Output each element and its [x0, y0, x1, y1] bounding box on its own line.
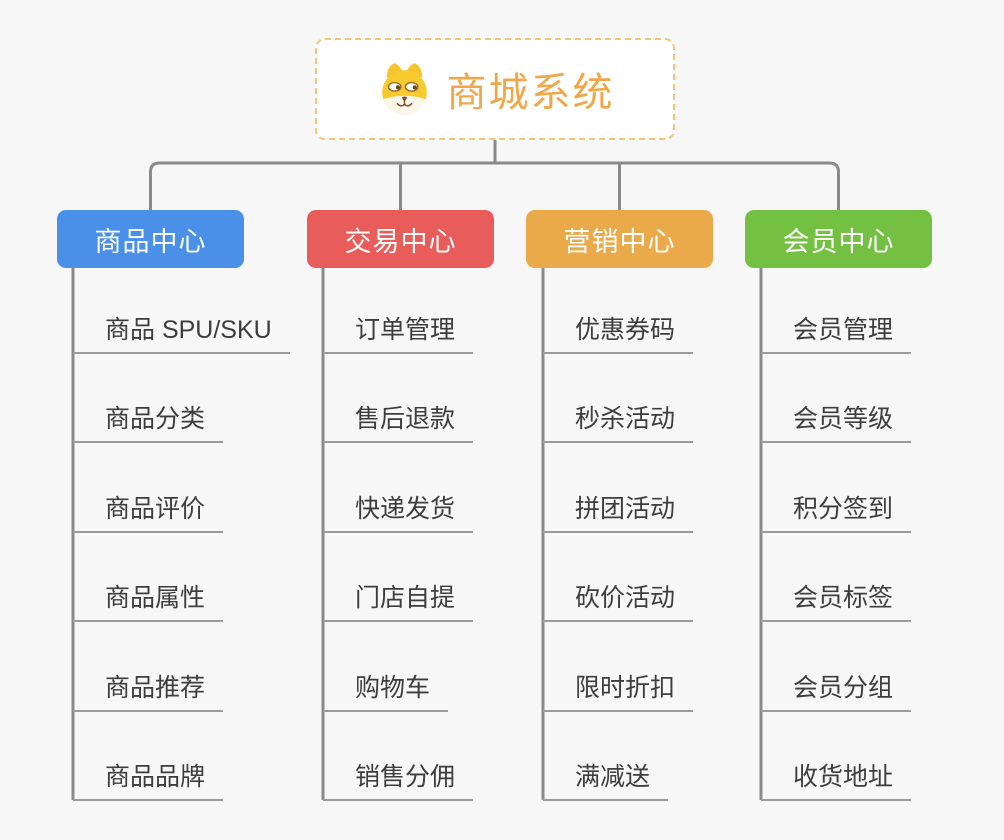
leaf-node[interactable]: 秒杀活动: [543, 402, 694, 443]
leaf-node[interactable]: 商品评价: [73, 492, 224, 533]
root-node[interactable]: 商城系统: [315, 38, 675, 140]
leaf-node[interactable]: 商品 SPU/SKU: [73, 313, 290, 354]
leaf-node[interactable]: 限时折扣: [543, 671, 694, 712]
branch-node-trade[interactable]: 交易中心: [307, 210, 494, 268]
branch-node-marketing[interactable]: 营销中心: [526, 210, 713, 268]
leaf-node[interactable]: 砍价活动: [543, 581, 694, 622]
branch-node-product[interactable]: 商品中心: [57, 210, 244, 268]
leaf-node[interactable]: 商品品牌: [73, 760, 224, 801]
leaf-node[interactable]: 商品推荐: [73, 671, 224, 712]
leaf-node[interactable]: 会员等级: [761, 402, 912, 443]
leaf-node[interactable]: 销售分佣: [323, 760, 474, 801]
dog-face-icon: [381, 62, 427, 115]
leaf-node[interactable]: 满减送: [543, 760, 669, 801]
leaf-node[interactable]: 购物车: [323, 671, 449, 712]
leaf-node[interactable]: 快递发货: [323, 492, 474, 533]
leaf-node[interactable]: 会员管理: [761, 313, 912, 354]
leaf-node[interactable]: 订单管理: [323, 313, 474, 354]
leaf-node[interactable]: 门店自提: [323, 581, 474, 622]
leaf-node[interactable]: 商品分类: [73, 402, 224, 443]
leaf-node[interactable]: 积分签到: [761, 492, 912, 533]
leaf-node[interactable]: 会员标签: [761, 581, 912, 622]
leaf-node[interactable]: 商品属性: [73, 581, 224, 622]
leaf-node[interactable]: 收货地址: [761, 760, 912, 801]
root-node-label: 商城系统: [446, 71, 615, 115]
branch-node-member[interactable]: 会员中心: [745, 210, 932, 268]
leaf-node[interactable]: 优惠券码: [543, 313, 694, 354]
leaf-node[interactable]: 售后退款: [323, 402, 474, 443]
leaf-node[interactable]: 拼团活动: [543, 492, 694, 533]
leaf-node[interactable]: 会员分组: [761, 671, 912, 712]
